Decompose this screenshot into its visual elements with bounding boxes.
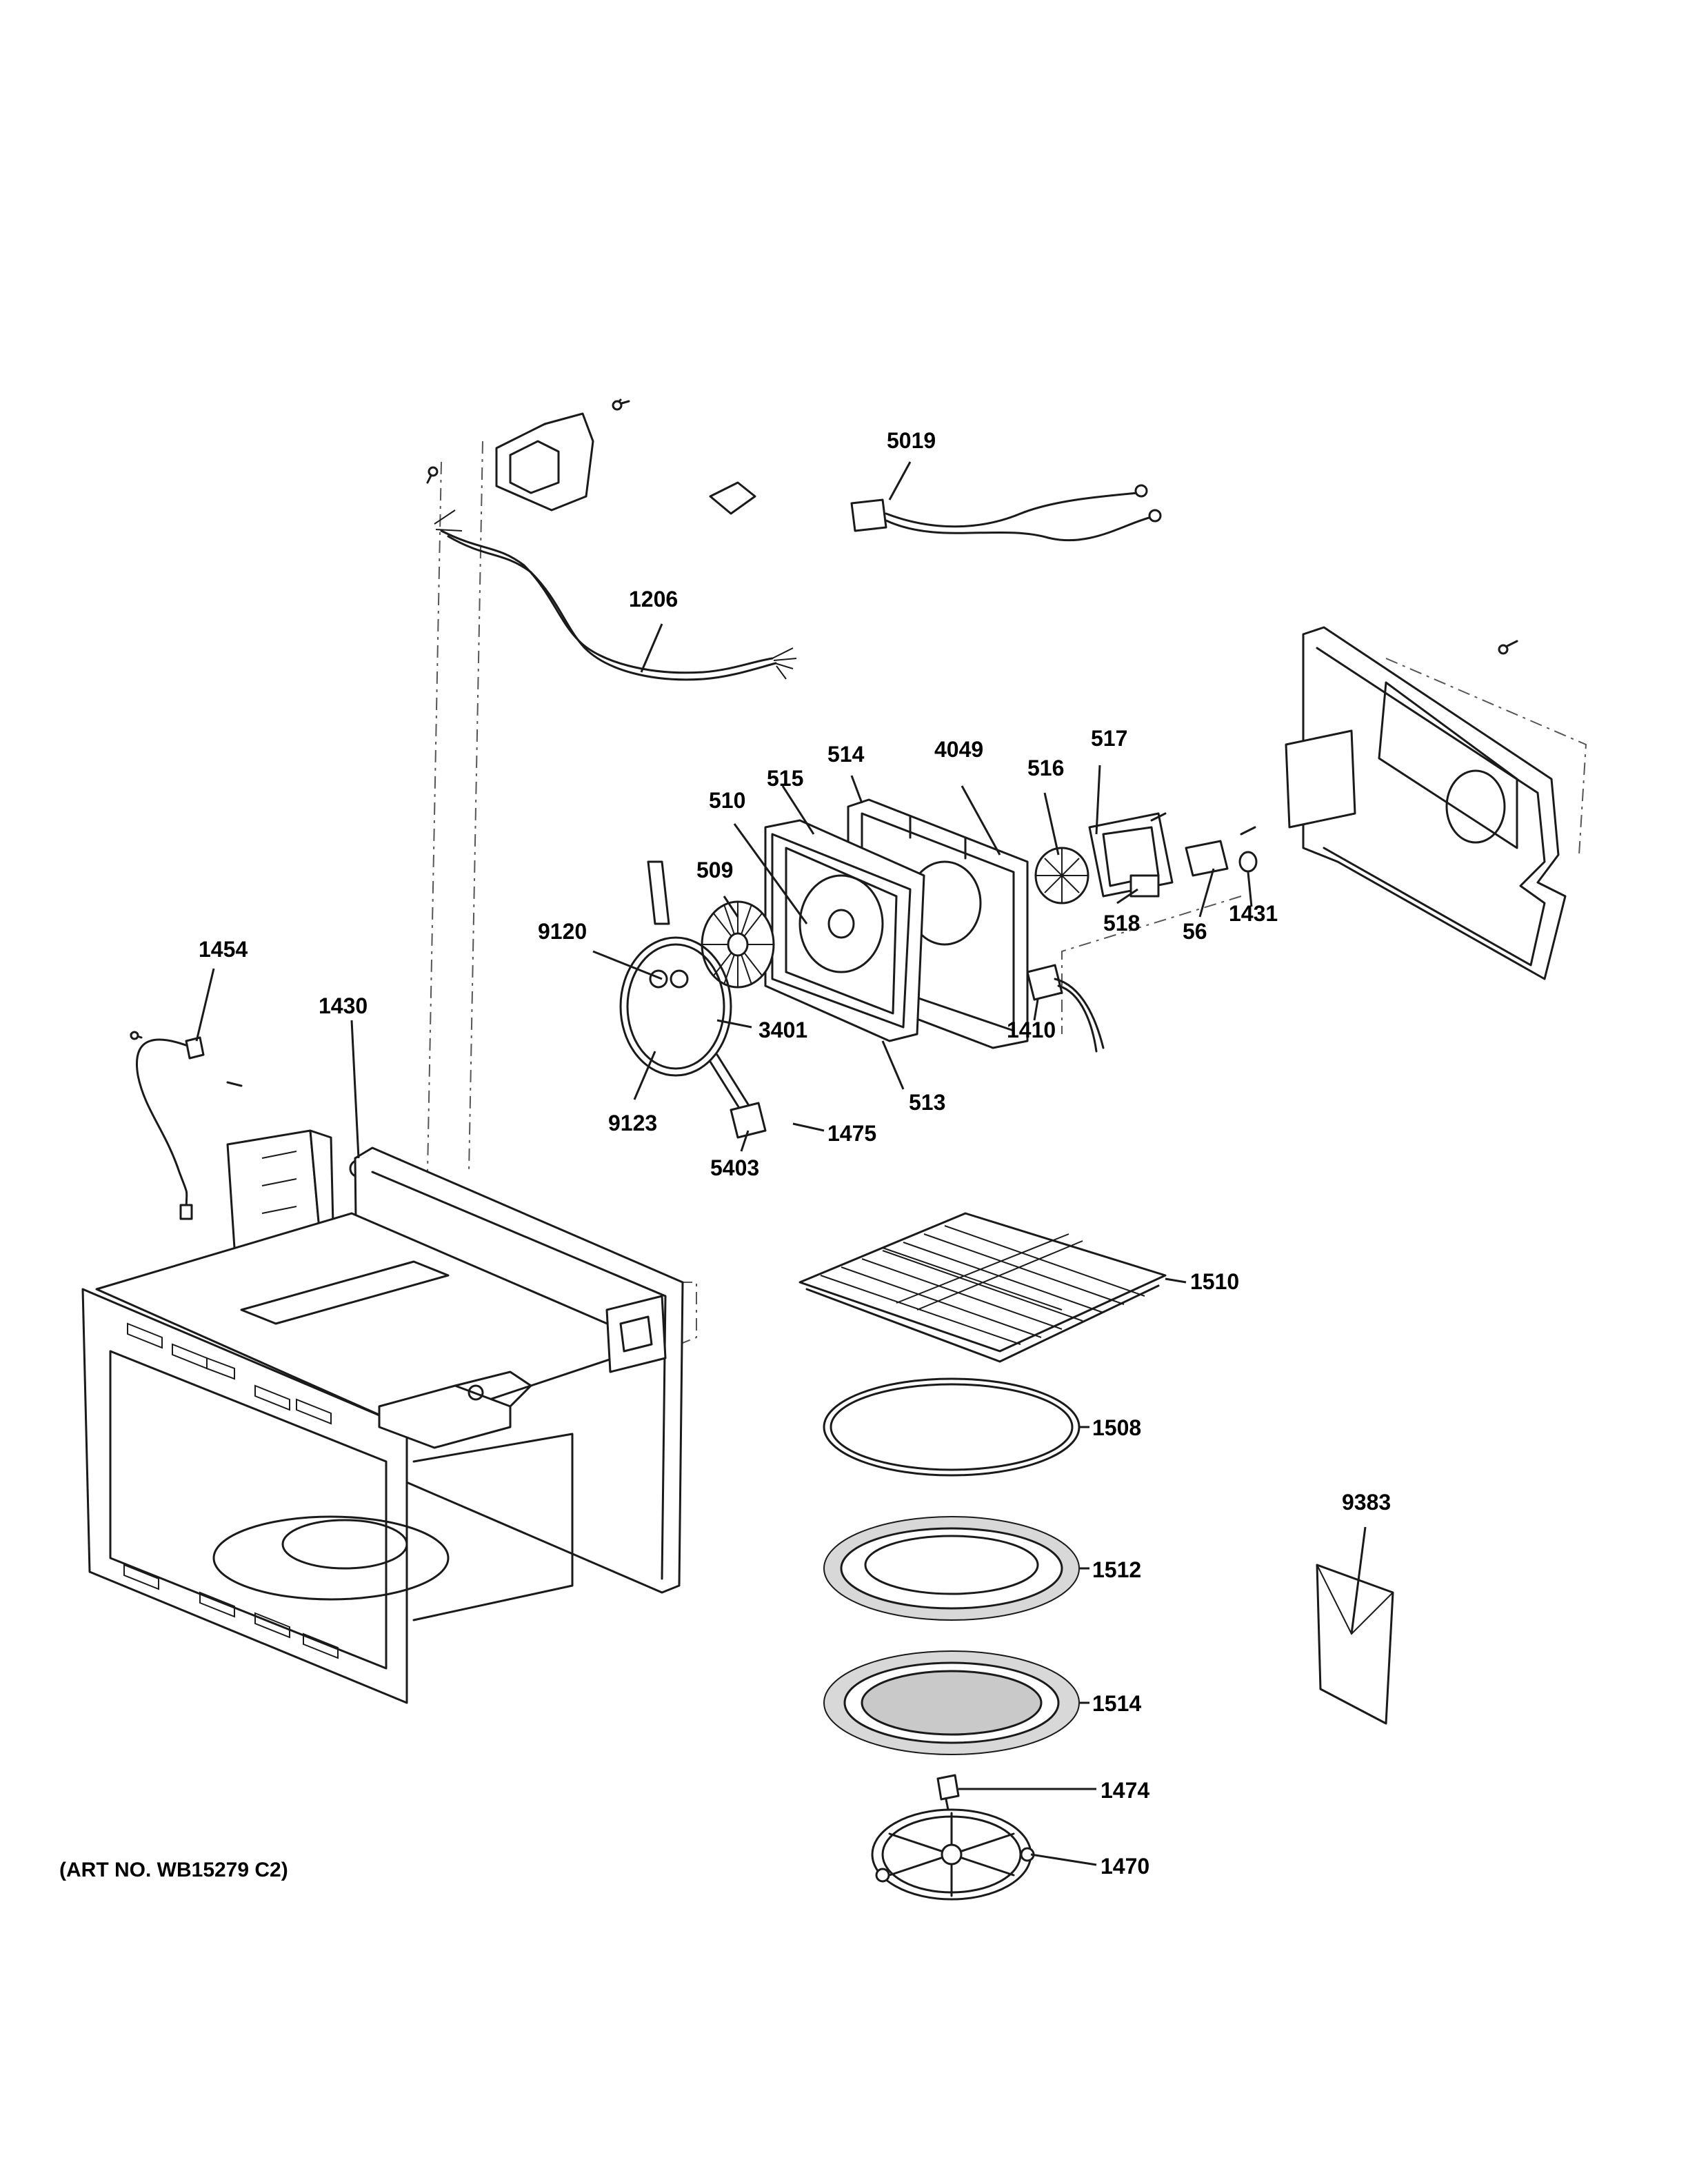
callout-515: 515 xyxy=(767,766,803,791)
part-509-fan xyxy=(701,900,775,989)
rear-blower-housing xyxy=(1285,626,1567,980)
part-515-frame xyxy=(764,819,925,1042)
part-1512-tray xyxy=(823,1516,1080,1621)
callout-510: 510 xyxy=(709,788,745,813)
part-1510-rack xyxy=(798,1212,1167,1363)
part-1454-sensor xyxy=(130,1031,205,1220)
part-9383-manual xyxy=(1316,1564,1394,1725)
part-1410-plug xyxy=(1026,964,1105,1053)
callout-518: 518 xyxy=(1103,911,1140,936)
callout-1474: 1474 xyxy=(1101,1778,1149,1803)
part-3401-heating-element xyxy=(619,860,767,1139)
callout-1430: 1430 xyxy=(319,993,368,1018)
callout-1470: 1470 xyxy=(1101,1854,1149,1879)
upper-mounting-bracket xyxy=(426,398,630,512)
callout-1454: 1454 xyxy=(199,937,248,962)
callout-1410: 1410 xyxy=(1007,1018,1056,1042)
callout-513: 513 xyxy=(909,1090,945,1115)
part-1474-coupler xyxy=(936,1774,960,1811)
part-1470-roller-support xyxy=(871,1808,1035,1901)
callout-1475: 1475 xyxy=(827,1121,876,1146)
callout-516: 516 xyxy=(1027,756,1064,780)
callout-1206: 1206 xyxy=(629,587,678,611)
callout-1512: 1512 xyxy=(1092,1557,1141,1582)
art-number: (ART NO. WB15279 C2) xyxy=(59,1859,288,1881)
callout-leader-lines xyxy=(195,461,1367,1866)
callout-labels: 5019 1206 514 4049 515 517 516 510 509 9… xyxy=(199,428,1391,1879)
callout-9120: 9120 xyxy=(538,919,587,944)
callout-1514: 1514 xyxy=(1092,1691,1141,1716)
callout-9123: 9123 xyxy=(608,1111,657,1135)
callout-56: 56 xyxy=(1183,919,1207,944)
callout-517: 517 xyxy=(1091,726,1127,751)
callout-1508: 1508 xyxy=(1092,1415,1141,1440)
part-1508-ring xyxy=(823,1377,1081,1477)
callout-514: 514 xyxy=(827,742,865,767)
part-5019-cord xyxy=(709,481,1162,542)
fan-motor-assembly xyxy=(1034,812,1258,904)
callout-509: 509 xyxy=(696,858,733,882)
part-1514-crisper-tray xyxy=(823,1650,1080,1755)
callout-9383: 9383 xyxy=(1342,1490,1391,1515)
oven-cavity xyxy=(81,1146,684,1704)
callout-1431: 1431 xyxy=(1229,901,1278,926)
callout-5019: 5019 xyxy=(887,428,936,453)
callout-1510: 1510 xyxy=(1190,1269,1239,1294)
callout-4049: 4049 xyxy=(934,737,983,762)
callout-5403: 5403 xyxy=(710,1155,759,1180)
callout-3401: 3401 xyxy=(758,1018,807,1042)
part-1206-wire-harness xyxy=(434,509,797,681)
